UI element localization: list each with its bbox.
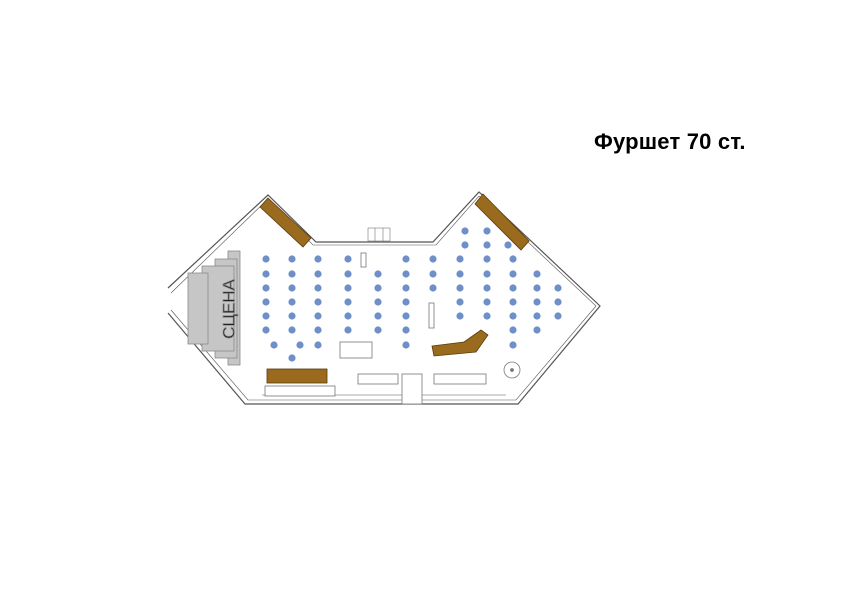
guest-position xyxy=(402,298,410,306)
guest-position xyxy=(374,270,382,278)
guest-position xyxy=(262,326,270,334)
guest-position xyxy=(262,270,270,278)
guest-position xyxy=(402,255,410,263)
guest-position xyxy=(429,270,437,278)
guest-position xyxy=(262,255,270,263)
guest-position xyxy=(456,312,464,320)
guest-position xyxy=(483,255,491,263)
plan-title: Фуршет 70 ст. xyxy=(594,129,746,154)
bar-counters xyxy=(259,193,530,384)
guest-position xyxy=(288,255,296,263)
wall-outer xyxy=(167,191,601,405)
guest-position xyxy=(461,241,469,249)
guest-position xyxy=(288,326,296,334)
guest-position xyxy=(554,284,562,292)
guest-position xyxy=(483,312,491,320)
guest-position xyxy=(314,255,322,263)
table-center xyxy=(339,341,373,359)
guest-position xyxy=(483,227,491,235)
guest-position xyxy=(402,312,410,320)
guest-position xyxy=(456,284,464,292)
stage-tier-lowest xyxy=(187,272,209,345)
guest-markers xyxy=(262,227,562,362)
guest-position xyxy=(314,326,322,334)
guest-position xyxy=(483,241,491,249)
guest-position xyxy=(314,341,322,349)
guest-position xyxy=(344,326,352,334)
guest-position xyxy=(456,298,464,306)
guest-position xyxy=(344,270,352,278)
guest-position xyxy=(344,312,352,320)
guest-position xyxy=(374,284,382,292)
guest-position xyxy=(270,341,278,349)
guest-position xyxy=(288,298,296,306)
guest-position xyxy=(461,227,469,235)
guest-position xyxy=(483,284,491,292)
bar-counter-top-left xyxy=(259,197,312,248)
guest-position xyxy=(344,298,352,306)
guest-position xyxy=(509,312,517,320)
guest-position xyxy=(509,341,517,349)
bar-counter-bottom-left xyxy=(266,368,328,384)
guest-position xyxy=(374,326,382,334)
stage: СЦЕНА xyxy=(187,250,241,366)
guest-position xyxy=(509,255,517,263)
guest-position xyxy=(456,270,464,278)
cabinet-bottom-left xyxy=(264,385,336,397)
guest-position xyxy=(314,284,322,292)
counter-bottom-2 xyxy=(401,373,423,405)
guest-position xyxy=(344,255,352,263)
guest-position xyxy=(314,312,322,320)
furniture xyxy=(264,252,521,405)
guest-position xyxy=(402,326,410,334)
guest-position xyxy=(288,312,296,320)
guest-position xyxy=(456,255,464,263)
guest-position xyxy=(504,241,512,249)
stage-label: СЦЕНА xyxy=(219,278,238,338)
guest-position xyxy=(533,326,541,334)
bar-counter-top-right xyxy=(474,193,530,251)
guest-position xyxy=(288,270,296,278)
pillar-near-entrance xyxy=(360,252,367,268)
guest-position xyxy=(402,284,410,292)
guest-position xyxy=(262,312,270,320)
guest-position xyxy=(509,270,517,278)
guest-position xyxy=(314,298,322,306)
guest-position xyxy=(509,284,517,292)
guest-position xyxy=(533,298,541,306)
guest-position xyxy=(344,284,352,292)
guest-position xyxy=(374,312,382,320)
guest-position xyxy=(374,298,382,306)
guest-position xyxy=(429,284,437,292)
guest-position xyxy=(262,284,270,292)
guest-position xyxy=(533,270,541,278)
guest-position xyxy=(296,341,304,349)
guest-position xyxy=(533,284,541,292)
column-round-center xyxy=(510,368,514,372)
guest-position xyxy=(288,354,296,362)
entrance-doors xyxy=(367,227,391,242)
guest-position xyxy=(509,298,517,306)
guest-position xyxy=(554,312,562,320)
guest-position xyxy=(533,312,541,320)
counter-bottom-1 xyxy=(357,373,399,385)
guest-position xyxy=(402,270,410,278)
guest-position xyxy=(288,284,296,292)
guest-position xyxy=(483,298,491,306)
guest-position xyxy=(314,270,322,278)
pillar-center xyxy=(428,302,435,329)
guest-position xyxy=(509,326,517,334)
guest-position xyxy=(429,255,437,263)
guest-position xyxy=(483,270,491,278)
counter-bottom-3 xyxy=(433,373,487,385)
bar-counter-center xyxy=(431,329,489,357)
guest-position xyxy=(262,298,270,306)
guest-position xyxy=(402,341,410,349)
guest-position xyxy=(554,298,562,306)
